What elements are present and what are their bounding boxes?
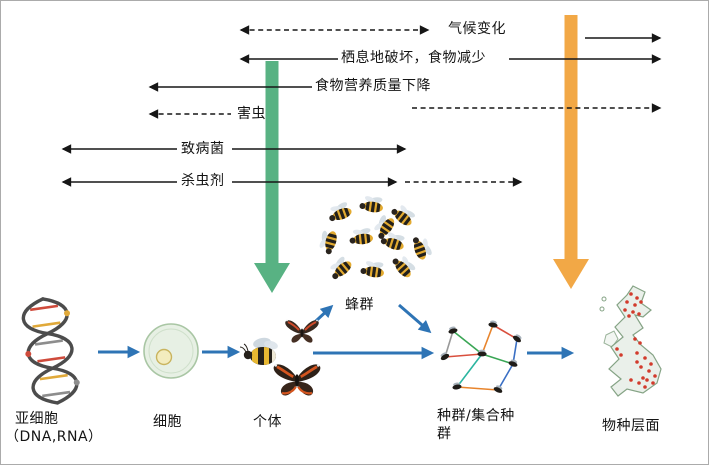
network-edge — [481, 353, 514, 365]
bee-and-butterflies-icon — [239, 319, 321, 396]
stressor-label-pests: 害虫 — [237, 106, 266, 122]
bumblebee-icon — [239, 337, 278, 365]
stressor-label-habitat: 栖息地破坏，食物减少 — [341, 50, 486, 66]
dna-icon — [21, 297, 80, 405]
butterfly-icon-small — [285, 319, 319, 343]
network-edge — [497, 363, 514, 391]
network-edge — [481, 324, 494, 355]
stressor-label-nutrition: 食物营养质量下降 — [315, 78, 431, 94]
network-node-bee — [438, 350, 451, 362]
level-label-subcellular: 亚细胞 （DNA,RNA） — [5, 410, 103, 446]
network-edge — [492, 324, 518, 340]
network-edge — [444, 353, 483, 358]
stressor-label-climate: 气候变化 — [448, 21, 506, 37]
network-node-bee — [507, 358, 519, 368]
network-edge — [452, 330, 483, 355]
cell-icon — [143, 323, 199, 379]
flow-arrow-colony-to-population — [398, 303, 432, 334]
network-edge — [456, 386, 499, 391]
population-network-icon — [438, 319, 524, 395]
level-label-cell: 细胞 — [153, 414, 182, 430]
level-label-individual: 个体 — [253, 414, 282, 430]
network-node-bee — [492, 384, 505, 395]
level-label-species: 物种层面 — [602, 418, 660, 434]
species-map-icon — [599, 285, 662, 397]
arrow-down-orange — [553, 15, 589, 289]
arrow-down-green — [254, 61, 290, 293]
butterfly-icon-large — [273, 364, 321, 396]
stressor-label-pesticides: 杀虫剂 — [181, 173, 225, 189]
bee-swarm-icon — [316, 194, 434, 283]
level-label-subcellular-line2: （DNA,RNA） — [5, 429, 103, 445]
level-label-population: 种群/集合种群 — [437, 408, 515, 442]
network-edge — [456, 353, 483, 388]
stressor-label-pathogens: 致病菌 — [181, 141, 225, 157]
map-record-dots — [615, 292, 657, 389]
level-label-subcellular-line1: 亚细胞 — [15, 411, 59, 427]
level-label-colony: 蜂群 — [345, 297, 374, 313]
network-node-bee — [511, 332, 524, 344]
